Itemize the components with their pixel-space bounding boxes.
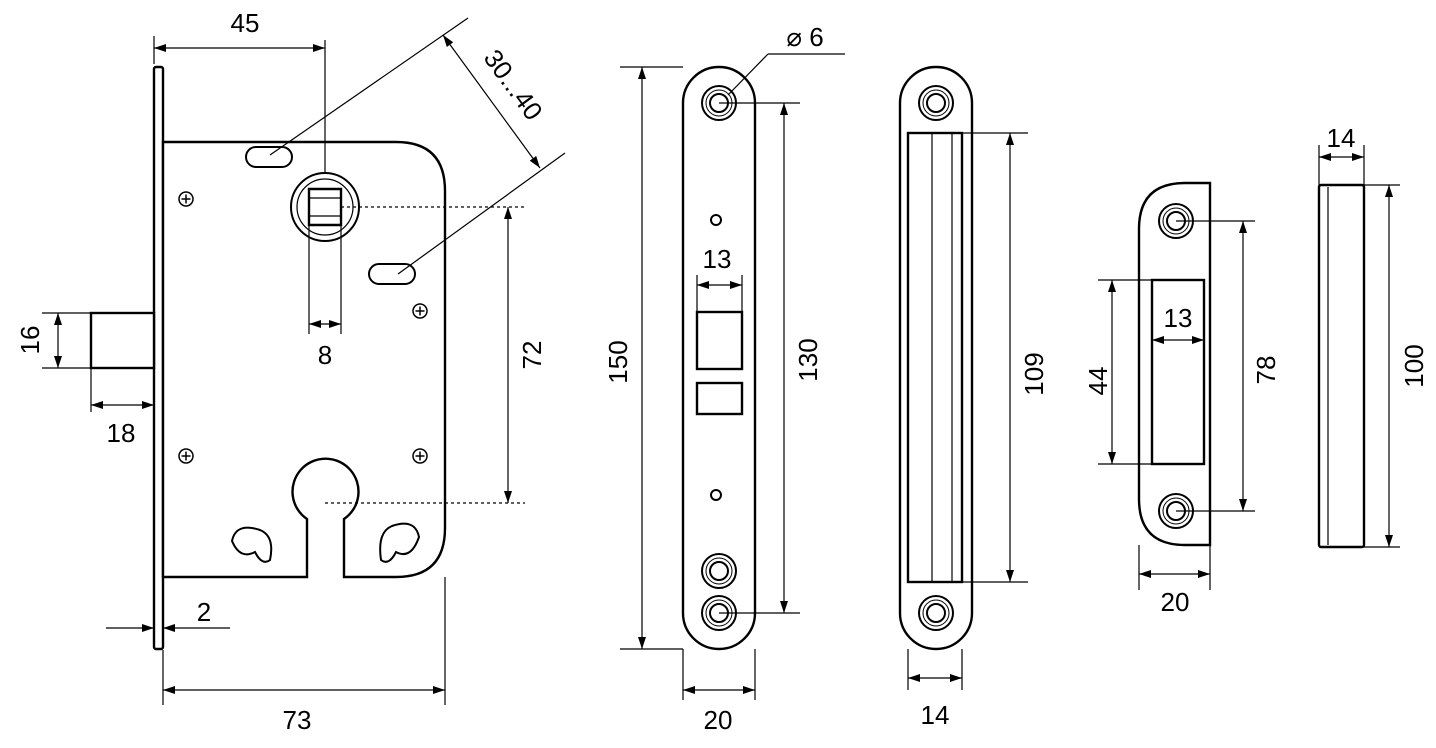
strike-opening — [906, 131, 964, 584]
spindle-square — [307, 187, 343, 227]
cover-bar — [1317, 183, 1366, 549]
small-strike-width-label: 20 — [1161, 587, 1190, 617]
mounting-hole-icon — [918, 595, 954, 631]
cam-lobe-right — [379, 522, 421, 563]
faceplate-height-label: 150 — [603, 340, 633, 383]
strike-opening-length-label: 109 — [1019, 352, 1049, 395]
mounting-slot-top — [245, 146, 293, 168]
cover-bar-outline — [1317, 183, 1366, 549]
center-distance-label: 72 — [517, 341, 547, 370]
strike-plate-dimensions: 109 14 — [907, 132, 1049, 730]
deadbolt-opening — [695, 381, 744, 416]
small-strike-hole-spacing-label: 78 — [1251, 356, 1281, 385]
screw-icon — [412, 448, 428, 464]
screw-icon — [178, 448, 194, 464]
faceplate-width-label: 20 — [704, 705, 733, 735]
faceplate-hole-spacing-label: 130 — [793, 338, 823, 381]
latch-projection-label: 18 — [107, 418, 136, 448]
strike-width-label: 14 — [921, 700, 950, 730]
spindle-square-label: 8 — [318, 340, 332, 370]
lock-backset-label: 45 — [231, 8, 260, 38]
latch-bolt — [89, 311, 156, 370]
small-strike — [1137, 181, 1212, 547]
faceplate-hole-diameter-label: ⌀ 6 — [786, 22, 823, 52]
screw-icon — [178, 191, 194, 207]
faceplate — [681, 65, 757, 651]
small-strike-opening-height-label: 44 — [1083, 367, 1113, 396]
lock-door-thickness-label: 30...40 — [478, 44, 549, 126]
strike-plate — [898, 65, 974, 651]
cam-lobe-left — [230, 526, 273, 563]
lock-body — [89, 65, 447, 651]
cover-height-label: 100 — [1399, 344, 1429, 387]
small-strike-opening — [1150, 278, 1206, 466]
cover-width-label: 14 — [1327, 123, 1356, 153]
lock-faceplate-edge — [152, 65, 165, 651]
faceplate-dimensions: ⌀ 6 150 130 13 20 — [603, 22, 845, 735]
mounting-hole-icon — [918, 85, 954, 121]
mounting-hole-icon — [701, 553, 737, 589]
small-strike-dimensions: 44 13 78 20 — [1083, 220, 1281, 617]
mounting-slot-middle — [368, 263, 416, 285]
latch-opening — [695, 310, 744, 371]
small-strike-opening-width-label: 13 — [1164, 303, 1193, 333]
lock-body-depth-label: 73 — [283, 705, 312, 735]
faceplate-thickness-label: 2 — [197, 597, 211, 627]
cover-bar-dimensions: 14 100 — [1318, 123, 1429, 548]
lock-case — [161, 140, 447, 579]
faceplate-latch-width-label: 13 — [703, 244, 732, 274]
screw-icon — [412, 303, 428, 319]
latch-height-label: 16 — [15, 326, 45, 355]
